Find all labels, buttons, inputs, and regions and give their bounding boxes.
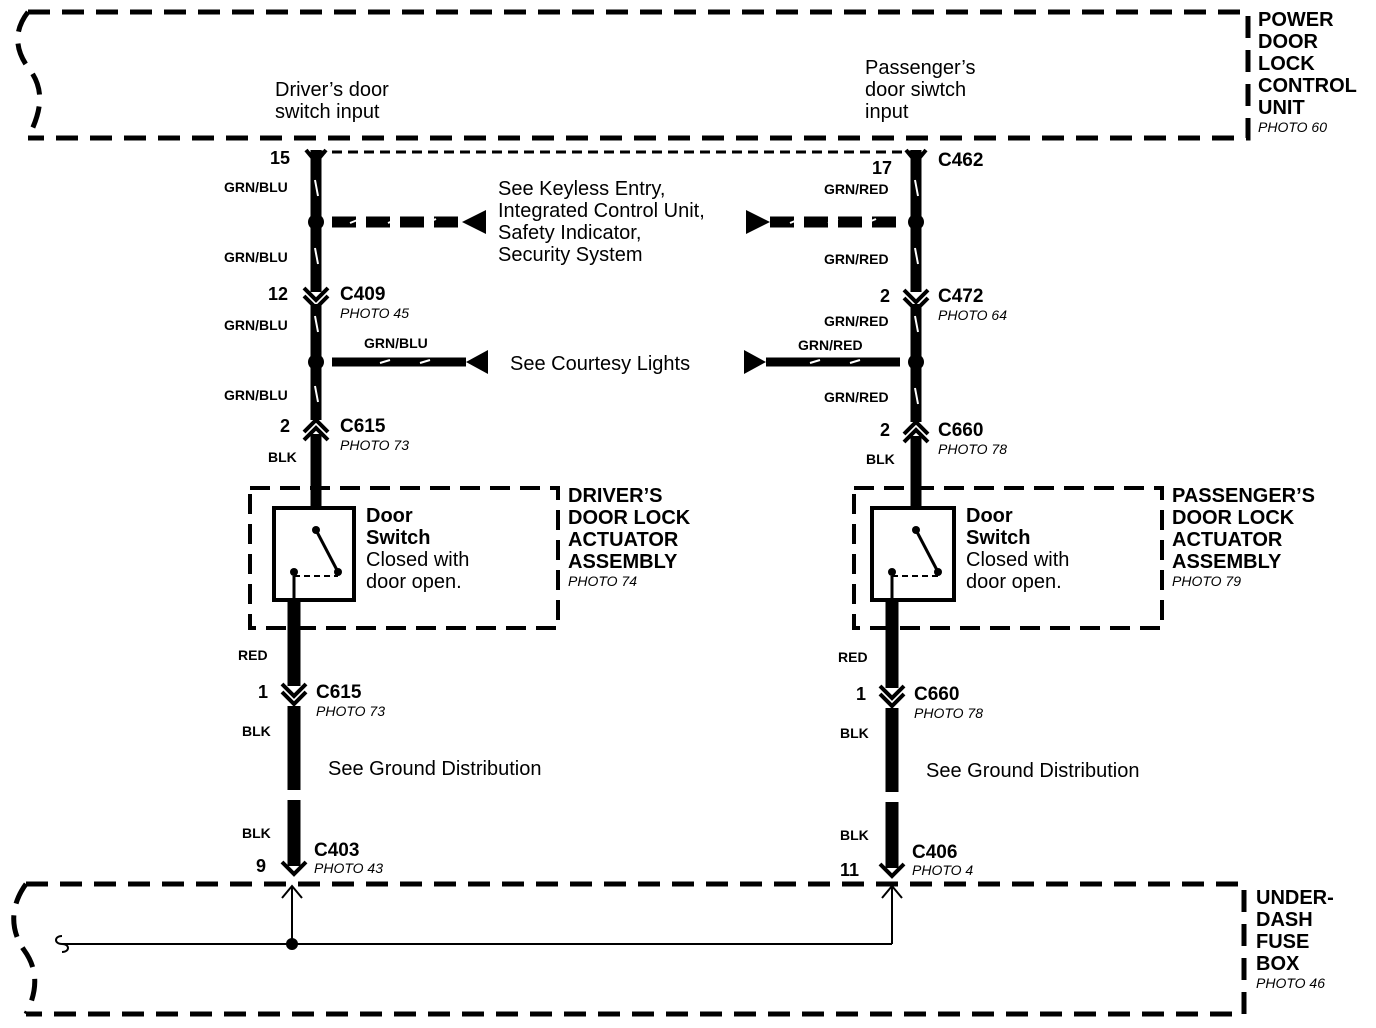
passenger-c660-bottom-name: C660 [914,684,959,705]
passenger-c472-name: C472 [938,286,983,307]
driver-wire-4-label: GRN/BLU [224,387,288,403]
driver-wire-6-label: RED [238,647,268,663]
driver-c615-bottom-mark [280,682,308,707]
driver-wire-5-label: BLK [268,449,297,465]
passenger-c472-pin: 2 [880,286,890,306]
passenger-c406-pin: 11 [840,860,859,880]
driver-c615-top-mark [302,417,330,442]
passenger-input-label: Passenger’s door siwtch input [865,57,981,123]
passenger-c660-top-name: C660 [938,420,983,441]
driver-switch-title: Door Switch [366,505,430,549]
driver-door-switch [272,506,356,602]
driver-c409-photo: PHOTO 45 [340,305,409,321]
passenger-splice-1 [908,214,924,230]
driver-c403-name: C403 [314,840,359,861]
passenger-splice-2 [908,354,924,370]
driver-wire-8-label: BLK [242,825,271,841]
passenger-keyless-branch [746,210,900,234]
passenger-c660-top-photo: PHOTO 78 [938,441,1007,457]
passenger-courtesy-branch [744,350,900,374]
control-unit-photo: PHOTO 60 [1258,119,1327,135]
passenger-ground-note: See Ground Distribution [926,760,1139,782]
keyless-entry-note: See Keyless Entry, Integrated Control Un… [498,178,710,266]
passenger-actuator-assembly [852,486,1164,630]
passenger-wire-4-label: GRN/RED [824,389,889,405]
ground-bus [55,884,903,953]
driver-c615-bottom-name: C615 [316,682,362,703]
driver-courtesy-wire-label: GRN/BLU [364,335,428,351]
passenger-top-pin: 17 [872,158,892,178]
fuse-box-title: UNDER- DASH FUSE BOX [1256,887,1339,975]
passenger-wire-2-label: GRN/RED [824,251,889,267]
passenger-c406-name: C406 [912,842,957,863]
passenger-c660-top-pin: 2 [880,420,890,440]
passenger-c660-top-mark [902,419,930,444]
passenger-wire-8-label: BLK [840,827,869,843]
passenger-wire-1-label: GRN/RED [824,181,889,197]
control-unit-box [15,9,1251,141]
courtesy-lights-note: See Courtesy Lights [510,353,690,375]
driver-splice-2 [308,354,324,370]
driver-top-pin: 15 [270,148,290,168]
passenger-wire-upper [910,150,922,512]
driver-assembly-photo: PHOTO 74 [568,573,637,589]
driver-c615-bottom-pin: 1 [258,682,268,702]
control-unit-title: POWER DOOR LOCK CONTROL UNIT [1258,9,1362,119]
passenger-courtesy-wire-label: GRN/RED [798,337,863,353]
driver-switch-note: Closed with door open. [366,549,475,593]
passenger-c472-mark [902,288,930,313]
driver-ground-note: See Ground Distribution [328,758,541,780]
passenger-switch-title: Door Switch [966,505,1030,549]
passenger-c472-photo: PHOTO 64 [938,307,1007,323]
passenger-wire-7-label: BLK [840,725,869,741]
driver-c615-top-name: C615 [340,416,386,437]
driver-c409-mark [302,286,330,311]
passenger-switch-note: Closed with door open. [966,549,1075,593]
passenger-door-switch [870,506,956,602]
driver-c403-photo: PHOTO 43 [314,860,383,876]
driver-wire-3-label: GRN/BLU [224,317,288,333]
passenger-c660-bottom-photo: PHOTO 78 [914,705,983,721]
fuse-box-box [11,881,1247,1017]
driver-splice-1 [308,214,324,230]
passenger-wire-5-label: BLK [866,451,895,467]
passenger-assembly-photo: PHOTO 79 [1172,573,1241,589]
fuse-box-photo: PHOTO 46 [1256,975,1325,991]
driver-c409-name: C409 [340,284,385,305]
passenger-assembly-label: PASSENGER’S DOOR LOCK ACTUATOR ASSEMBLY [1172,485,1321,573]
passenger-c660-bottom-mark [878,684,906,709]
driver-c615-top-photo: PHOTO 73 [340,437,409,453]
driver-wire-7-label: BLK [242,723,271,739]
driver-wire-2-label: GRN/BLU [224,249,288,265]
passenger-c406-photo: PHOTO 4 [912,862,973,878]
passenger-top-connector: C462 [938,150,983,171]
driver-assembly-label: DRIVER’S DOOR LOCK ACTUATOR ASSEMBLY [568,485,696,573]
passenger-c660-bottom-pin: 1 [856,684,866,704]
driver-c615-bottom-photo: PHOTO 73 [316,703,385,719]
driver-input-label: Driver’s door switch input [275,79,394,123]
passenger-c406-mark [878,862,906,879]
driver-wire-1-label: GRN/BLU [224,179,288,195]
driver-c409-pin: 12 [268,284,288,304]
passenger-wire-6-label: RED [838,649,868,665]
driver-keyless-branch [332,210,486,234]
driver-top-pin-mark [304,148,328,166]
driver-actuator-assembly [248,486,560,630]
driver-wire-upper [310,150,322,512]
driver-c615-top-pin: 2 [280,416,290,436]
driver-courtesy-branch [332,350,488,374]
passenger-wire-3-label: GRN/RED [824,313,889,329]
driver-c403-pin: 9 [256,856,266,876]
driver-c403-mark [280,860,308,877]
passenger-top-pin-mark [904,148,928,166]
